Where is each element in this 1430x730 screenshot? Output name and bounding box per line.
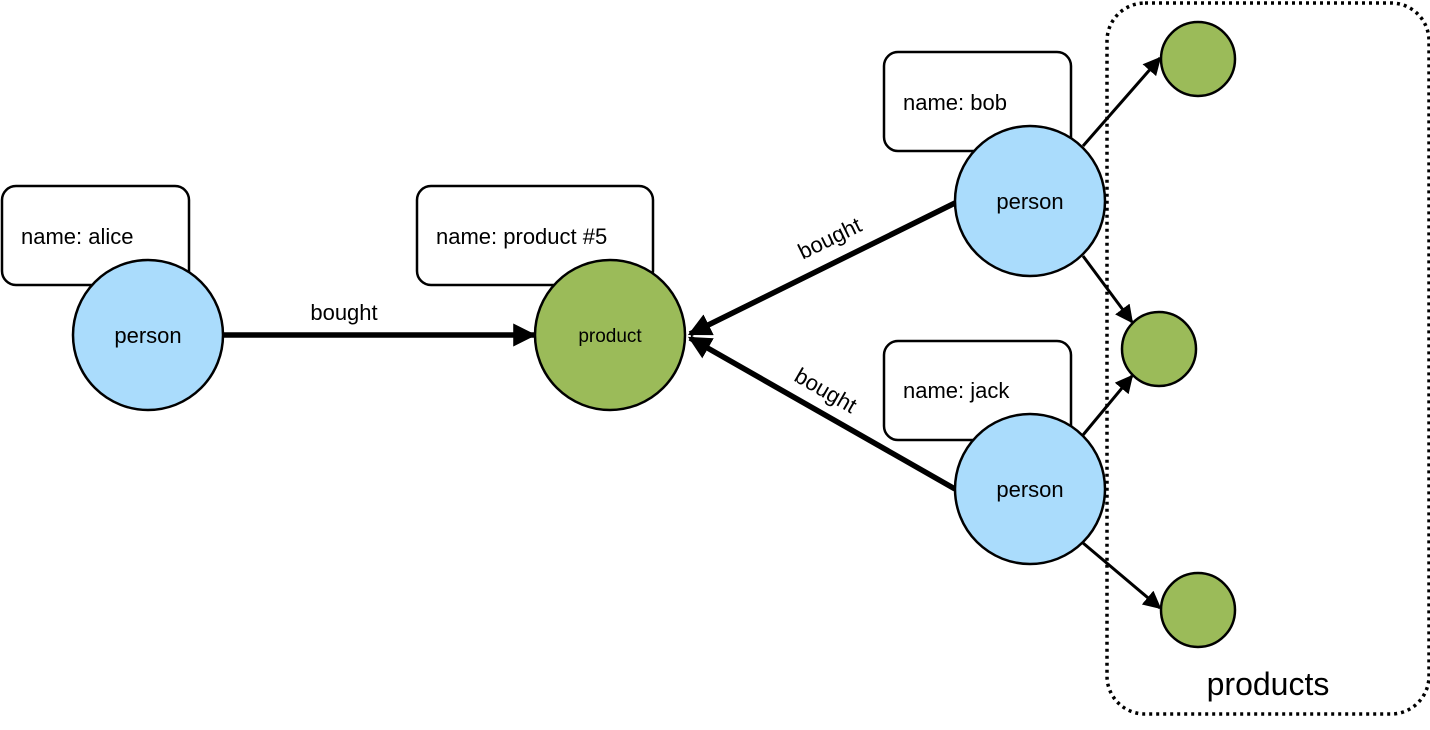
person-node-alice xyxy=(71,258,225,412)
type-label-product5: product xyxy=(578,326,642,347)
name-label-bob: name: bob xyxy=(903,90,1007,115)
person-node-jack xyxy=(953,412,1107,566)
type-label-jack: person xyxy=(996,477,1063,502)
edge-label-bob-bought: bought xyxy=(794,212,865,264)
edge-label-alice-bought: bought xyxy=(310,300,377,325)
name-label-product5: name: product #5 xyxy=(436,224,607,249)
name-label-alice: name: alice xyxy=(21,224,134,249)
product-node-middle xyxy=(1120,310,1198,388)
person-node-bob xyxy=(953,124,1107,278)
name-box-product5 xyxy=(415,184,655,287)
edge-jack-bought xyxy=(687,335,957,492)
edge-bob-product-top xyxy=(1081,56,1162,147)
edge-bob-product-middle xyxy=(1081,255,1134,324)
type-label-alice: person xyxy=(114,323,181,348)
name-label-jack: name: jack xyxy=(903,378,1010,403)
products-group-label: products xyxy=(1207,666,1330,702)
product-node-bottom xyxy=(1159,571,1237,649)
edge-label-jack-bought: bought xyxy=(790,363,861,418)
edge-jack-product-middle xyxy=(1081,374,1134,436)
edge-bob-bought xyxy=(687,200,957,337)
product-node-product5 xyxy=(533,258,687,412)
edge-jack-product-bottom xyxy=(1082,541,1162,610)
products-group-box xyxy=(1105,1,1430,716)
product-node-top xyxy=(1159,20,1237,98)
type-label-bob: person xyxy=(996,189,1063,214)
